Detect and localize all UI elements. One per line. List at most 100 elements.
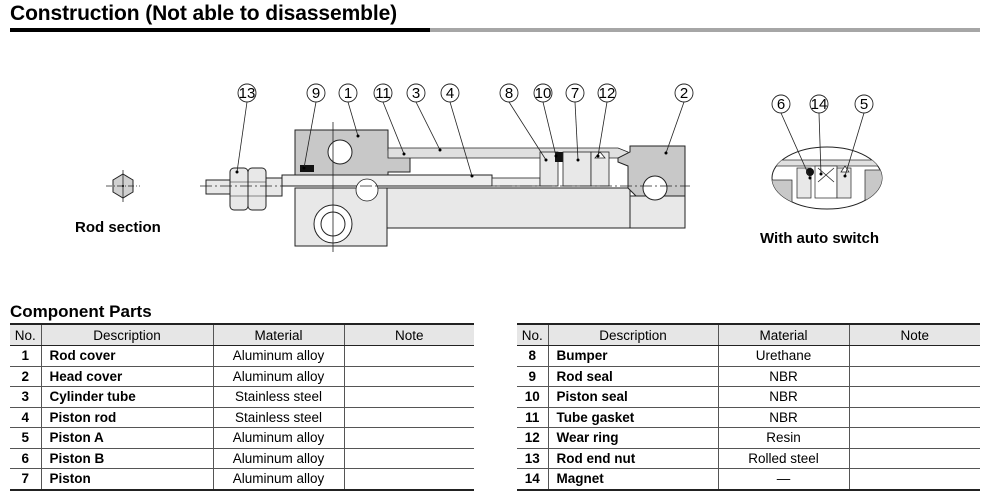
title-underline <box>10 28 430 32</box>
part-material: Stainless steel <box>213 407 345 428</box>
rod-section-hex-icon <box>106 170 140 202</box>
callout-3: 11 <box>373 83 406 156</box>
callout-2: 1 <box>338 83 360 138</box>
part-material: Aluminum alloy <box>213 345 345 367</box>
callout-label: 9 <box>312 85 320 102</box>
part-number: 10 <box>517 386 549 408</box>
callout-1: 9 <box>302 83 326 170</box>
title-underline-extension <box>430 28 980 32</box>
part-note <box>849 448 980 469</box>
part-material: Aluminum alloy <box>213 468 345 491</box>
part-note <box>344 366 474 387</box>
part-description: Bumper <box>548 345 719 367</box>
callout-5: 4 <box>440 83 474 178</box>
callout-4: 3 <box>406 83 442 152</box>
part-number: 14 <box>517 468 549 491</box>
part-material: Aluminum alloy <box>213 427 345 449</box>
header-description: Description <box>41 323 214 346</box>
header-no: No. <box>10 323 42 346</box>
callout-label: 6 <box>777 96 785 113</box>
rod-section-caption: Rod section <box>75 219 161 236</box>
part-note <box>849 386 980 408</box>
part-description: Head cover <box>41 366 214 387</box>
part-number: 5 <box>10 427 42 449</box>
part-material: NBR <box>718 407 850 428</box>
table-header-row: No. Description Material Note <box>10 323 474 346</box>
part-number: 12 <box>517 427 549 449</box>
callout-6: 8 <box>499 83 548 162</box>
part-number: 7 <box>10 468 42 491</box>
callout-label: 5 <box>860 96 868 113</box>
part-number: 11 <box>517 407 549 428</box>
part-material: NBR <box>718 386 850 408</box>
part-material: Urethane <box>718 345 850 367</box>
part-description: Piston rod <box>41 407 214 428</box>
callout-10: 2 <box>664 83 694 155</box>
part-material: — <box>718 468 850 491</box>
part-number: 13 <box>517 448 549 469</box>
callout-1: 14 <box>809 94 829 176</box>
part-description: Piston A <box>41 427 214 449</box>
part-description: Magnet <box>548 468 719 491</box>
callouts-detail: 6 14 5 <box>771 94 874 180</box>
part-note <box>849 468 980 491</box>
page-title: Construction (Not able to disassemble) <box>10 2 398 25</box>
part-material: Rolled steel <box>718 448 850 469</box>
auto-switch-caption: With auto switch <box>760 230 880 247</box>
part-note <box>344 386 474 408</box>
callout-label: 2 <box>680 85 688 102</box>
callout-7: 10 <box>533 83 558 158</box>
cylinder-cross-section <box>200 122 690 252</box>
part-description: Rod end nut <box>548 448 719 469</box>
part-number: 2 <box>10 366 42 387</box>
callout-label: 11 <box>375 85 391 102</box>
callout-9: 12 <box>596 83 617 158</box>
part-material: Stainless steel <box>213 386 345 408</box>
part-note <box>849 366 980 387</box>
part-material: NBR <box>718 366 850 387</box>
part-number: 4 <box>10 407 42 428</box>
callout-label: 8 <box>505 85 513 102</box>
callout-label: 14 <box>811 96 828 113</box>
callout-2: 5 <box>843 94 874 178</box>
part-number: 6 <box>10 448 42 469</box>
header-material: Material <box>718 323 850 346</box>
part-note <box>849 407 980 428</box>
callout-label: 4 <box>446 85 454 102</box>
table-header-row: No. Description Material Note <box>517 323 980 346</box>
callout-8: 7 <box>565 83 585 162</box>
callout-0: 6 <box>771 94 812 180</box>
part-description: Piston B <box>41 448 214 469</box>
part-material: Resin <box>718 427 850 449</box>
header-material: Material <box>213 323 345 346</box>
part-description: Wear ring <box>548 427 719 449</box>
component-parts-title: Component Parts <box>10 302 152 321</box>
header-no: No. <box>517 323 549 346</box>
callout-label: 10 <box>535 85 552 102</box>
header-description: Description <box>548 323 719 346</box>
part-note <box>344 407 474 428</box>
part-description: Rod cover <box>41 345 214 367</box>
part-description: Piston <box>41 468 214 491</box>
part-number: 8 <box>517 345 549 367</box>
callout-label: 12 <box>599 85 616 102</box>
part-description: Tube gasket <box>548 407 719 428</box>
callout-label: 1 <box>344 85 352 102</box>
part-number: 3 <box>10 386 42 408</box>
part-material: Aluminum alloy <box>213 366 345 387</box>
